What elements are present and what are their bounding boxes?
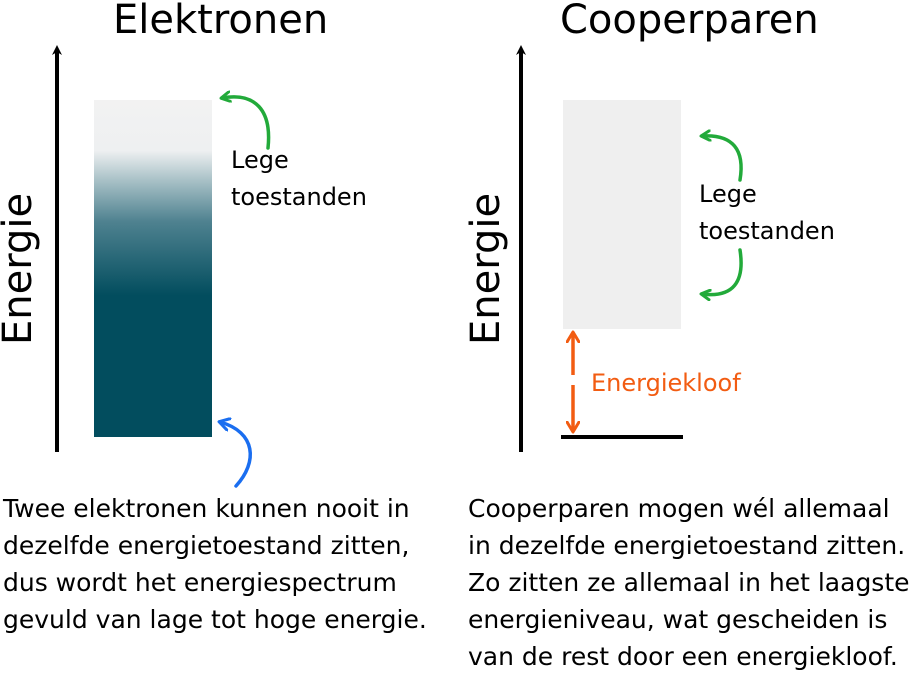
right-empty-states-label: Lege toestanden	[699, 176, 835, 250]
caption-line: van de rest door een energiekloof.	[468, 642, 898, 671]
blue-arrow-bottom-left	[220, 422, 252, 488]
energy-gap-label: Energiekloof	[591, 369, 741, 397]
caption-line: gevuld van lage tot hoge energie.	[3, 605, 427, 634]
filled-energy-band	[94, 100, 212, 437]
green-arrow-lower-right	[702, 248, 743, 295]
left-axis-label: Energie	[0, 192, 41, 345]
caption-line: dus wordt het energiespectrum	[3, 568, 397, 597]
label-line: toestanden	[699, 217, 835, 245]
left-title: Elektronen	[113, 0, 329, 43]
empty-energy-band	[563, 100, 681, 329]
caption-line: dezelfde energietoestand zitten,	[3, 531, 410, 560]
label-line: Lege	[699, 180, 757, 208]
caption-line: Cooperparen mogen wél allemaal	[468, 494, 890, 523]
caption-line: energieniveau, wat gescheiden is	[468, 605, 888, 634]
label-line: toestanden	[231, 183, 367, 211]
label-line: Lege	[231, 146, 289, 174]
caption-line: in dezelfde energietoestand zitten.	[468, 531, 906, 560]
right-title: Cooperparen	[560, 0, 819, 43]
caption-line: Zo zitten ze allemaal in het laagste	[468, 568, 910, 597]
caption-line: Twee elektronen kunnen nooit in	[3, 494, 410, 523]
green-arrow-top-left	[222, 97, 271, 150]
left-empty-states-label: Lege toestanden	[231, 142, 367, 216]
right-axis-label: Energie	[463, 192, 509, 345]
left-caption: Twee elektronen kunnen nooit in dezelfde…	[3, 490, 427, 638]
green-arrow-upper-right	[702, 136, 743, 182]
right-caption: Cooperparen mogen wél allemaal in dezelf…	[468, 490, 910, 675]
